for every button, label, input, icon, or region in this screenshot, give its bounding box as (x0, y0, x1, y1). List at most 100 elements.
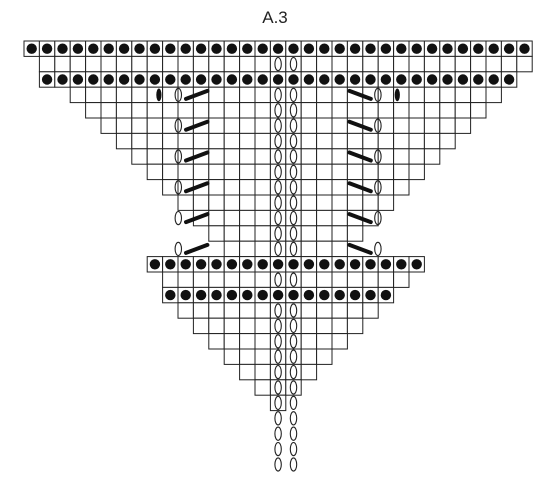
yarn-over-icon (289, 318, 298, 334)
chart-cell (146, 148, 164, 165)
purl-dot-icon (103, 43, 114, 54)
chart-cell (115, 102, 133, 119)
chart-cell (269, 317, 287, 335)
purl-dot-icon (257, 43, 268, 54)
purl-dot-icon (426, 74, 438, 85)
yarn-over-icon (289, 457, 298, 472)
chart-cell (393, 132, 410, 150)
chart-cell (362, 102, 379, 119)
chart-cell (239, 179, 256, 196)
chart-cell (377, 148, 395, 165)
chart-cell (131, 102, 148, 119)
purl-dot-icon (473, 74, 484, 85)
chart-cell (131, 86, 148, 104)
chart-cell (254, 102, 271, 119)
chart-cell (131, 148, 148, 165)
chart-cell (393, 148, 410, 165)
chart-cell (162, 163, 179, 181)
chart-cell (115, 117, 133, 134)
chart-cell (300, 117, 318, 134)
chart-cell (393, 117, 410, 134)
chart-cell (239, 55, 256, 73)
chart-cell (269, 163, 287, 181)
chart-cell (362, 302, 379, 319)
chart-cell (177, 302, 194, 319)
purl-dot-icon (195, 289, 207, 301)
chart-cell (254, 240, 271, 258)
decrease-right-icon (347, 150, 373, 163)
purl-dot-icon (319, 74, 330, 85)
purl-dot-icon (165, 74, 176, 85)
chart-cell (285, 209, 302, 227)
chart-cell (254, 55, 271, 73)
chart-cell (239, 209, 256, 227)
chart-cell (131, 117, 148, 134)
purl-dot-icon (272, 289, 284, 301)
chart-cell (269, 363, 287, 381)
chart-cell (423, 55, 441, 73)
chart-cell (115, 132, 133, 150)
chart-cell (254, 163, 271, 181)
chart-cell (208, 194, 225, 211)
purl-dot-icon (319, 259, 330, 270)
yarn-over-icon (289, 103, 298, 118)
chart-cell (316, 86, 333, 104)
chart-cell (162, 132, 179, 150)
chart-cell (146, 132, 164, 150)
yarn-over-icon (374, 210, 382, 226)
chart-cell (439, 117, 456, 134)
chart-cell (362, 55, 379, 73)
chart-cell (316, 225, 333, 242)
chart-cell (131, 55, 148, 73)
purl-dot-icon (349, 43, 361, 54)
chart-cell (331, 194, 348, 211)
chart-cell (223, 209, 241, 227)
chart-cell (377, 163, 395, 181)
chart-cell (254, 148, 271, 165)
chart-cell (254, 194, 271, 211)
purl-dot-icon (288, 43, 299, 54)
chart-cell (223, 148, 241, 165)
chart-cell (300, 240, 318, 258)
decrease-left-icon (184, 119, 210, 132)
chart-cell (239, 302, 256, 319)
purl-dot-icon (365, 74, 376, 85)
chart-cell (254, 132, 271, 150)
chart-cell (377, 86, 395, 104)
edge-stitch-icon (156, 88, 162, 102)
chart-cell (162, 55, 179, 73)
purl-dot-icon (503, 43, 515, 54)
purl-dot-icon (211, 289, 222, 301)
yarn-over-icon (174, 241, 183, 257)
chart-cell (377, 132, 395, 150)
purl-dot-icon (288, 74, 299, 85)
chart-cell (423, 117, 441, 134)
purl-dot-icon (72, 43, 84, 54)
chart-cell (377, 102, 395, 119)
chart-cell (346, 132, 364, 150)
chart-cell (146, 117, 164, 134)
purl-dot-icon (288, 259, 299, 270)
chart-cell (254, 379, 271, 396)
chart-cell (223, 117, 241, 134)
yarn-over-icon (289, 349, 298, 364)
chart-cell (254, 86, 271, 104)
decrease-right-icon (347, 242, 373, 255)
chart-cell (85, 86, 102, 104)
chart-cell (208, 302, 225, 319)
chart-cell (300, 194, 318, 211)
chart-cell (285, 179, 302, 196)
chart-cell (177, 163, 194, 181)
purl-dot-icon (195, 259, 207, 270)
chart-cell (362, 194, 379, 211)
chart-cell (192, 55, 210, 73)
purl-dot-icon (380, 289, 392, 301)
decrease-left-icon (184, 150, 210, 163)
chart-cell (300, 163, 318, 181)
chart-cell (331, 225, 348, 242)
chart-cell (223, 194, 241, 211)
purl-dot-icon (426, 43, 438, 54)
purl-dot-icon (396, 259, 407, 270)
purl-dot-icon (26, 43, 37, 54)
purl-dot-icon (380, 43, 392, 54)
